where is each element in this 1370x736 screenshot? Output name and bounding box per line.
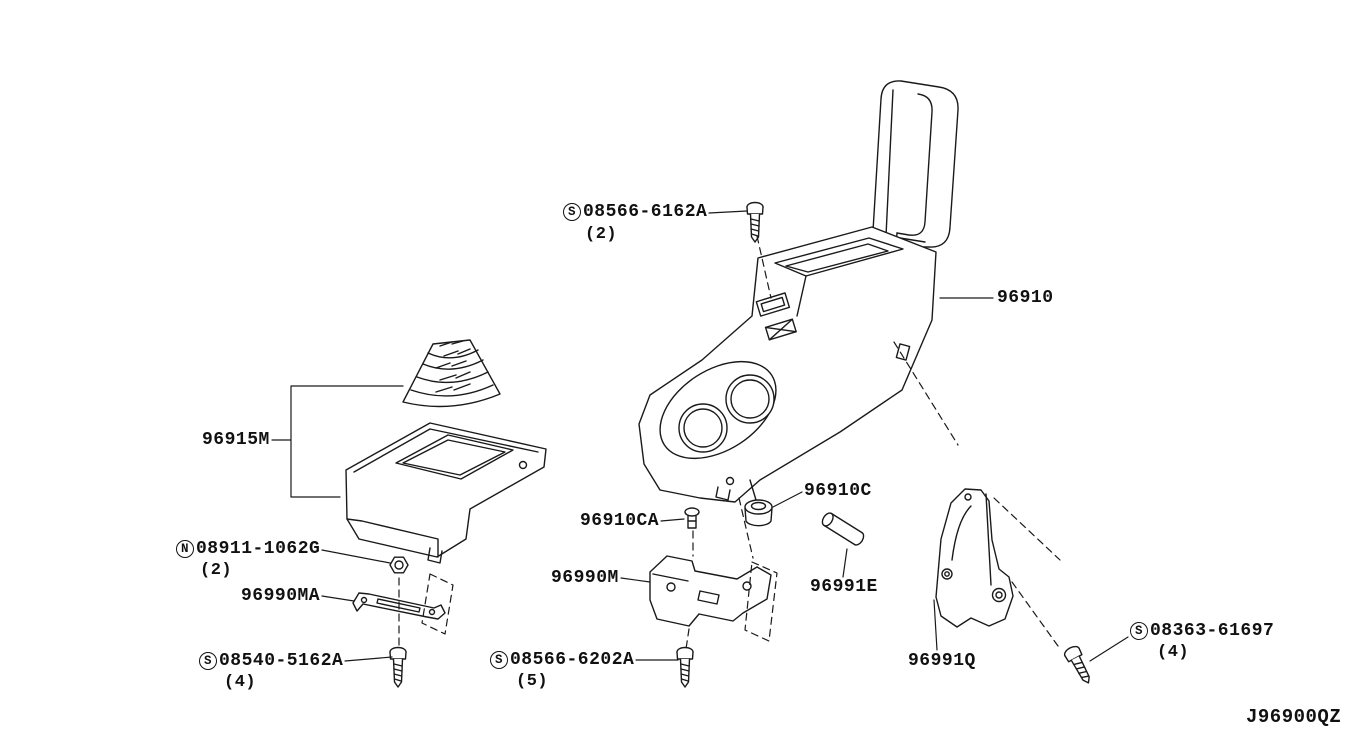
shift-boot-drawing <box>402 339 501 408</box>
part-number: 96910C <box>804 481 872 501</box>
part-label-08911-1062G: N 08911-1062G <box>176 540 320 558</box>
part-label-96991Q: 96991Q <box>908 652 976 670</box>
part-number: 96990M <box>551 568 619 588</box>
nut-drawing <box>389 556 409 574</box>
nut-part-symbol-icon: N <box>176 540 194 558</box>
part-label-08540-5162A: S 08540-5162A <box>199 652 343 670</box>
console-body-drawing <box>638 226 937 503</box>
part-label-08363-61697: S 08363-61697 <box>1130 622 1274 640</box>
part-label-96990M: 96990M <box>551 569 619 587</box>
part-label-08566-6202A: S 08566-6202A <box>490 651 634 669</box>
part-label-96910C: 96910C <box>804 482 872 500</box>
part-label-96991E: 96991E <box>810 578 878 596</box>
part-number: 08540-5162A <box>219 651 344 671</box>
drawing-code: J96900QZ <box>1246 706 1342 728</box>
part-number: 96910 <box>997 288 1054 308</box>
armrest-drawing <box>872 80 959 248</box>
console-finisher-drawing <box>345 422 547 564</box>
part-label-96910: 96910 <box>997 289 1054 307</box>
part-label-96910CA: 96910CA <box>580 512 659 530</box>
leader-lines <box>271 210 1129 662</box>
bracket-96991q-drawing <box>935 488 1014 628</box>
part-number: 96990MA <box>241 586 321 606</box>
standard-part-symbol-icon: S <box>199 652 217 670</box>
part-number: 96915M <box>202 430 270 450</box>
grommet-96910c-drawing <box>744 499 773 527</box>
part-label-08566-6162A: S 08566-6162A <box>563 203 707 221</box>
part-number: 08911-1062G <box>196 539 321 559</box>
standard-part-symbol-icon: S <box>563 203 581 221</box>
part-qty: (4) <box>224 673 257 692</box>
clip-96910ca-drawing <box>684 507 700 529</box>
bracket-96990m-drawing <box>649 555 772 627</box>
part-number: 96991E <box>810 577 878 597</box>
screw-08540-5162a-drawing <box>389 646 407 688</box>
assembly-dashed-lines <box>398 235 1061 650</box>
part-label-96915M: 96915M <box>202 431 270 449</box>
part-number: 96991Q <box>908 651 976 671</box>
part-number: 96910CA <box>580 511 660 531</box>
part-qty: (2) <box>585 225 618 244</box>
part-qty: (4) <box>1157 643 1190 662</box>
part-qty: (2) <box>200 561 233 580</box>
pin-96991e-drawing <box>821 512 865 546</box>
standard-part-symbol-icon: S <box>1130 622 1148 640</box>
part-label-96990MA: 96990MA <box>241 587 320 605</box>
part-qty: (5) <box>516 672 549 691</box>
part-number: 08363-61697 <box>1150 621 1275 641</box>
part-number: 08566-6202A <box>510 650 635 670</box>
screw-08363-61697-drawing <box>1062 643 1097 688</box>
part-number: 08566-6162A <box>583 202 708 222</box>
standard-part-symbol-icon: S <box>490 651 508 669</box>
screw-08566-6202a-drawing <box>676 646 694 688</box>
screw-08566-6162a-drawing <box>746 201 764 243</box>
